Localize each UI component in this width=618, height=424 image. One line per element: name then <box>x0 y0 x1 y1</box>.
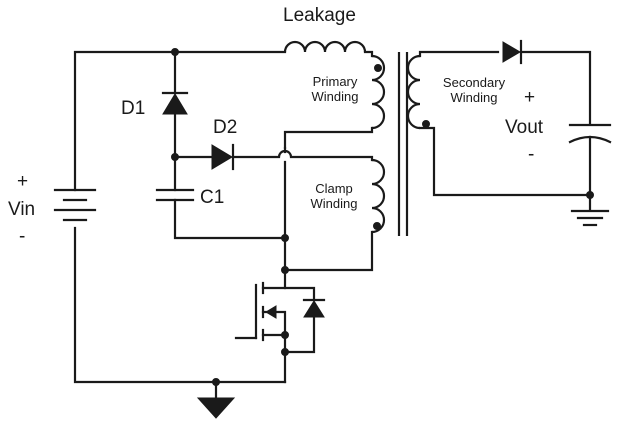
d2-diode <box>173 143 374 171</box>
secondary-winding-label-line1: Secondary <box>442 75 506 90</box>
vin-minus-label: - <box>19 226 26 247</box>
clamp-winding-label-line1: Clamp <box>315 181 353 196</box>
switch-node-wires <box>281 146 289 274</box>
secondary-winding-label-line2: Winding <box>450 90 498 105</box>
leakage-label: Leakage <box>283 5 356 26</box>
leakage-inductor <box>283 40 367 53</box>
vin-battery <box>53 188 97 222</box>
output-diode <box>502 39 592 126</box>
vout-label: Vout <box>505 117 544 138</box>
primary-winding-label-line2: Winding <box>311 89 359 104</box>
clamp-winding-label-line2: Winding <box>310 196 358 211</box>
primary-winding-label: Primary Winding <box>305 74 365 104</box>
primary-winding-label-line1: Primary <box>312 74 358 89</box>
d1-diode <box>161 50 189 161</box>
clamp-winding-label: Clamp Winding <box>304 181 364 211</box>
transformer-core <box>397 52 409 236</box>
vin-label: Vin <box>8 199 36 220</box>
vout-minus-label: - <box>528 144 535 165</box>
d2-label: D2 <box>213 117 238 138</box>
secondary-winding <box>406 50 592 197</box>
output-ground-icon <box>570 209 610 227</box>
vout-plus-label: + <box>524 87 536 108</box>
mosfet-switch <box>234 268 326 384</box>
top-rail <box>171 48 287 56</box>
vin-plus-label: + <box>17 171 29 192</box>
c1-capacitor <box>155 155 287 240</box>
clamp-winding <box>283 158 386 272</box>
output-capacitor <box>568 123 612 212</box>
c1-label: C1 <box>200 187 225 208</box>
secondary-winding-label: Secondary Winding <box>436 75 512 105</box>
primary-winding <box>283 50 386 150</box>
input-ground-icon <box>196 378 236 419</box>
d1-label: D1 <box>121 98 146 119</box>
